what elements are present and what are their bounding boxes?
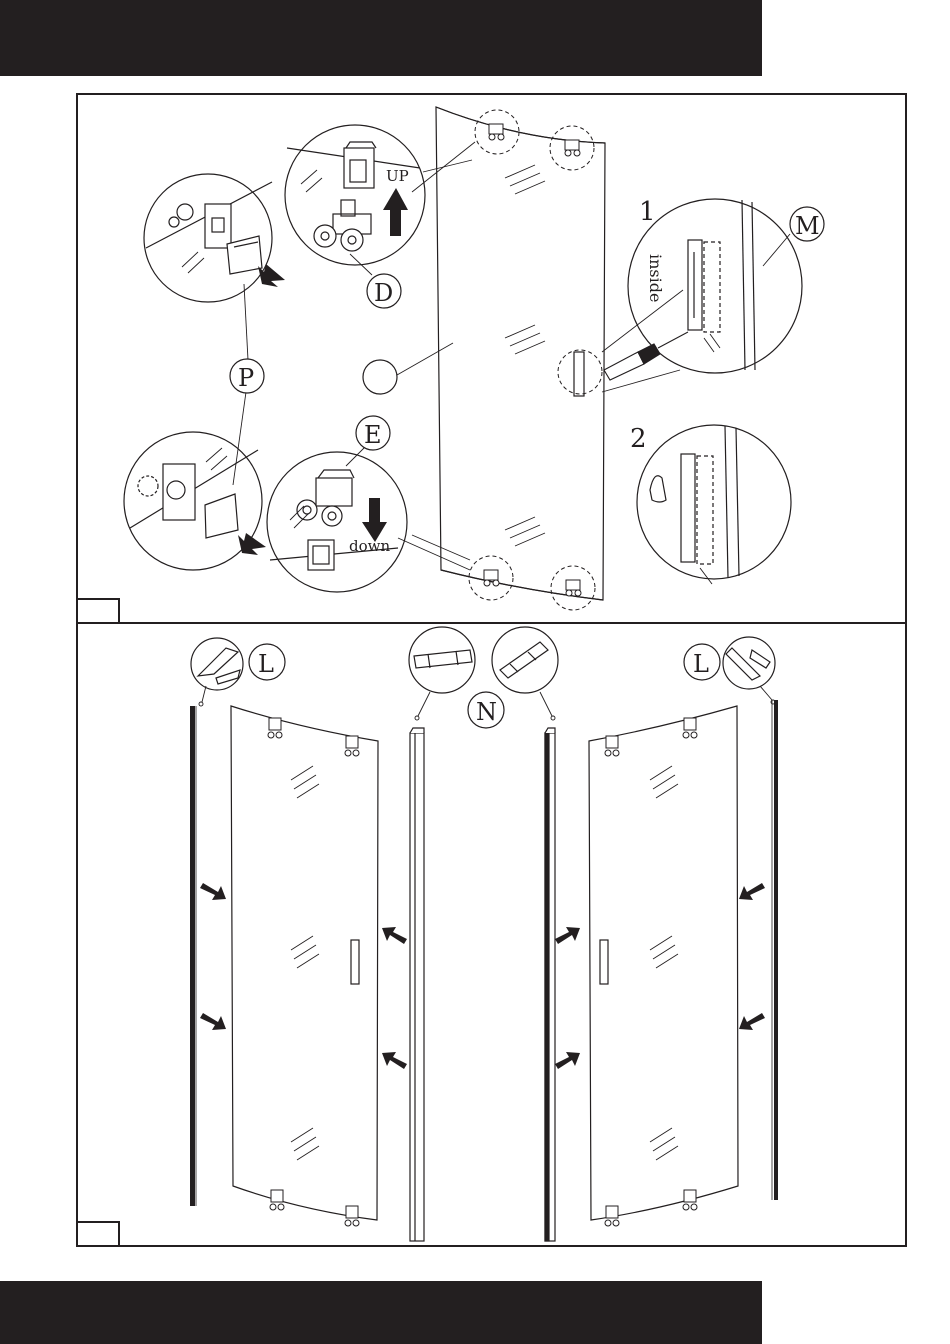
detail-circle-handle-step2 <box>637 425 791 584</box>
svg-text:E: E <box>364 421 382 449</box>
label-up: UP <box>386 167 409 185</box>
detail-circle-upper-roller <box>285 125 425 265</box>
wall-profile-left <box>190 706 195 1206</box>
footer-band <box>0 1281 762 1344</box>
label-inside: inside <box>646 254 665 302</box>
profile-detail-l-right <box>723 637 775 689</box>
profile-detail-l-left <box>191 638 243 690</box>
part-label-m: M <box>790 207 824 241</box>
part-label-p: P <box>230 359 264 393</box>
detail-circle-top-cap <box>144 174 272 302</box>
callout-circle-blank <box>363 360 397 394</box>
rollers-right-door <box>605 718 697 1226</box>
label-down: down <box>349 537 390 555</box>
part-label-e: E <box>356 416 390 450</box>
part-label-l-left: L <box>249 644 285 680</box>
door-panel-left <box>231 706 378 1220</box>
up-arrow <box>383 188 408 236</box>
part-label-d: D <box>367 274 401 308</box>
svg-text:N: N <box>476 698 497 726</box>
svg-text:L: L <box>693 650 709 678</box>
svg-text:D: D <box>374 279 393 307</box>
door-panel-right <box>589 706 738 1220</box>
roller-icons-door <box>484 124 581 596</box>
seal-strip-left <box>410 728 424 1241</box>
down-arrow <box>362 498 387 542</box>
profile-detail-n-left <box>409 627 475 693</box>
glass-door-panel <box>436 107 605 600</box>
svg-text:P: P <box>238 364 254 392</box>
wall-profile-right <box>774 700 778 1200</box>
part-label-n: N <box>468 692 504 728</box>
profile-detail-n-right <box>492 627 558 693</box>
insert-arrows-bottom <box>200 883 765 1069</box>
step-label-1: 1 <box>639 197 656 227</box>
step-label-2: 2 <box>630 424 647 454</box>
svg-text:L: L <box>258 650 274 678</box>
part-label-l-right: L <box>684 644 720 680</box>
svg-text:M: M <box>795 212 820 240</box>
seal-strip-right <box>545 728 555 1241</box>
